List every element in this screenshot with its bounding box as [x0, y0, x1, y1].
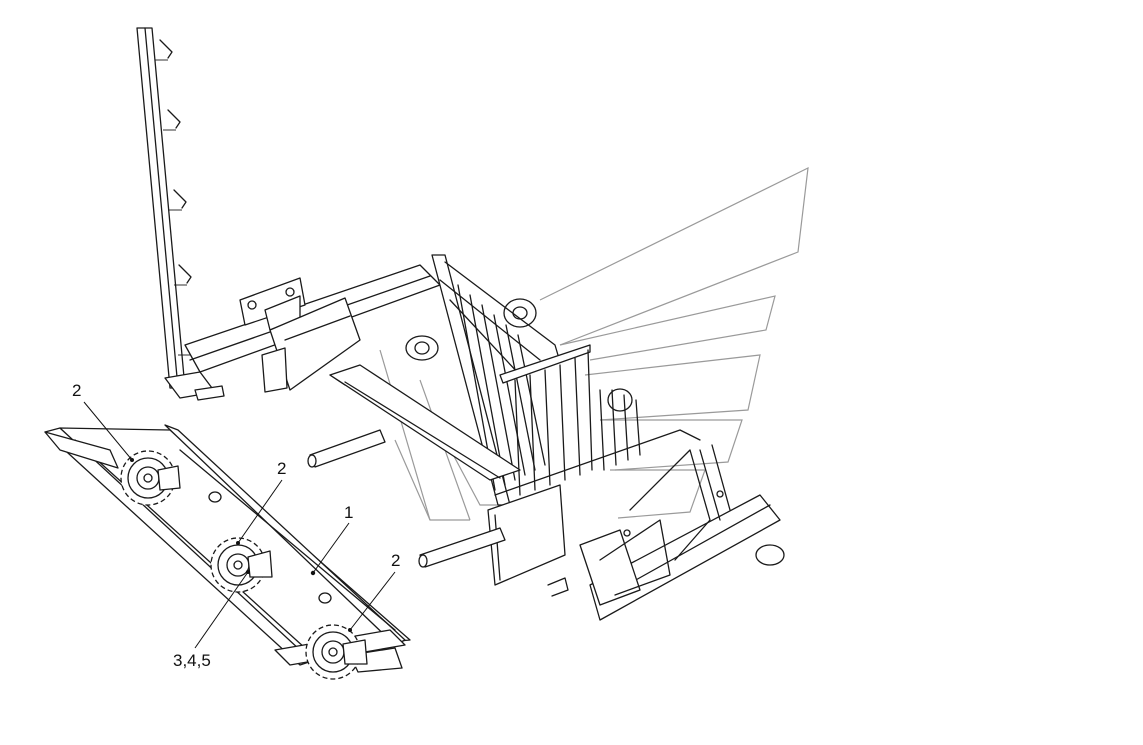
callout-2-lower: 2	[348, 551, 400, 632]
callout-3-4-5: 3,4,5	[173, 570, 250, 670]
callout-label: 2	[277, 459, 286, 478]
callout-2-middle: 2	[236, 459, 286, 545]
callout-2-upper: 2	[72, 381, 134, 462]
sprocket-lower	[305, 624, 368, 680]
main-frame-assembly	[136, 27, 785, 621]
watermark	[379, 166, 809, 521]
callout-label: 3,4,5	[173, 651, 211, 670]
callout-1: 1	[312, 503, 353, 574]
sprocket-middle	[210, 537, 273, 593]
callout-label: 1	[344, 503, 353, 522]
callout-label: 2	[72, 381, 81, 400]
sprocket-upper	[120, 450, 181, 506]
callout-label: 2	[391, 551, 400, 570]
